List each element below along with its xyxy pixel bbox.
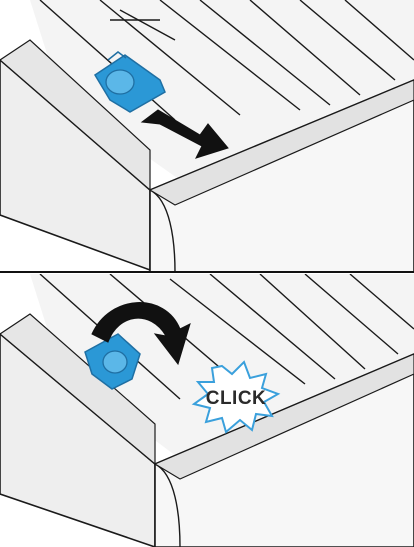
panel-divider [0,271,414,273]
step-1-panel [0,0,414,272]
step-2-illustration: CLICK [0,274,414,547]
click-label: CLICK [206,388,267,409]
step-2-panel: CLICK [0,274,414,547]
step-1-illustration [0,0,414,272]
